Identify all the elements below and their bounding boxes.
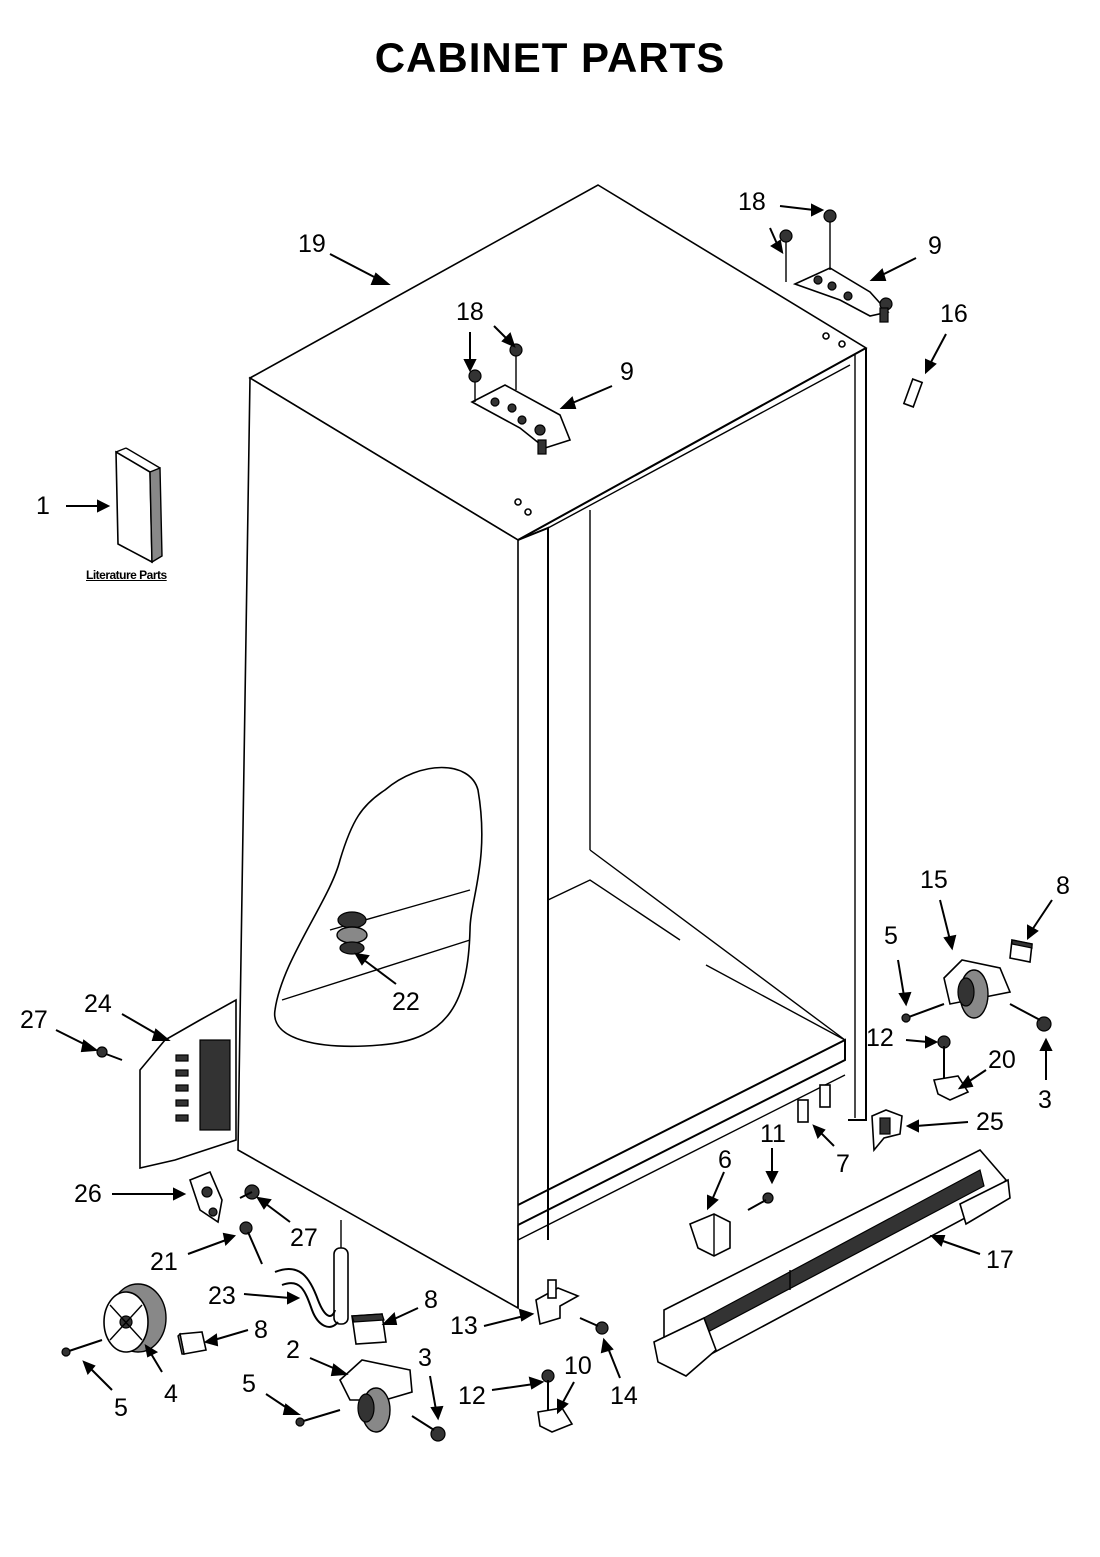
pad-left (177, 1331, 207, 1355)
callout-6: 6 (718, 1146, 732, 1174)
bolt-shim-lower (537, 1369, 574, 1433)
literature-parts-caption: Literature Parts (86, 568, 167, 582)
screw-part-11 (747, 1192, 774, 1211)
roller-assembly-rear (901, 959, 1052, 1032)
top-hinge-left (468, 343, 572, 455)
callout-10: 10 (564, 1352, 592, 1380)
callout-8: 8 (1056, 872, 1070, 900)
callout-12: 12 (458, 1382, 486, 1410)
callout-12: 12 (866, 1024, 894, 1052)
callout-5: 5 (884, 922, 898, 950)
callout-8: 8 (254, 1316, 268, 1344)
callout-1: 1 (36, 492, 50, 520)
callout-16: 16 (940, 300, 968, 328)
callout-15: 15 (920, 866, 948, 894)
grommet-part (336, 911, 368, 955)
callout-labels: 1 2 3 3 4 5 5 5 6 7 8 8 8 9 9 10 11 12 1… (20, 188, 1070, 1422)
callout-7: 7 (836, 1150, 850, 1178)
screw-part-21 (239, 1221, 263, 1265)
wheel-left (103, 1283, 167, 1353)
clip-part-7 (797, 1084, 831, 1123)
pad-right (1009, 939, 1033, 963)
page-title: CABINET PARTS (374, 34, 726, 81)
callout-20: 20 (988, 1046, 1016, 1074)
callout-19: 19 (298, 230, 326, 258)
callout-18: 18 (738, 188, 766, 216)
callout-5: 5 (114, 1394, 128, 1422)
callout-9: 9 (928, 232, 942, 260)
callout-5: 5 (242, 1370, 256, 1398)
callout-9: 9 (620, 358, 634, 386)
bracket-rear-left (189, 1170, 223, 1224)
callout-27: 27 (20, 1006, 48, 1034)
callout-23: 23 (208, 1282, 236, 1310)
callout-13: 13 (450, 1312, 478, 1340)
pad-center (351, 1313, 387, 1345)
drain-tube (274, 1220, 349, 1328)
callout-24: 24 (84, 990, 112, 1018)
screw-part-27-lower (239, 1184, 260, 1200)
hinge-bottom-25 (871, 1109, 903, 1153)
axle-pin-left (61, 1339, 103, 1357)
callout-3: 3 (418, 1344, 432, 1372)
screw-part-14 (579, 1317, 609, 1335)
callout-26: 26 (74, 1180, 102, 1208)
callout-21: 21 (150, 1248, 178, 1276)
callout-11: 11 (760, 1120, 786, 1148)
hinge-bottom-13 (535, 1279, 580, 1326)
screw-part-27-upper (96, 1046, 123, 1061)
callout-22: 22 (392, 988, 420, 1016)
callout-18: 18 (456, 298, 484, 326)
literature-booklet (115, 447, 163, 564)
top-hinge-right (779, 209, 893, 323)
bolt-shim-upper (932, 1035, 970, 1101)
callout-17: 17 (986, 1246, 1014, 1274)
leader-arrows (55, 203, 1053, 1421)
bracket-part-6 (689, 1213, 731, 1257)
callout-2: 2 (286, 1336, 300, 1364)
callout-4: 4 (164, 1380, 178, 1408)
callout-8: 8 (424, 1286, 438, 1314)
roller-assembly-front (295, 1359, 446, 1442)
callout-27: 27 (290, 1224, 318, 1252)
hinge-pin (902, 378, 924, 408)
callout-14: 14 (610, 1382, 638, 1410)
toe-grille (653, 1149, 1011, 1377)
callout-3: 3 (1038, 1086, 1052, 1114)
callout-25: 25 (976, 1108, 1004, 1136)
rear-panel (139, 998, 237, 1170)
